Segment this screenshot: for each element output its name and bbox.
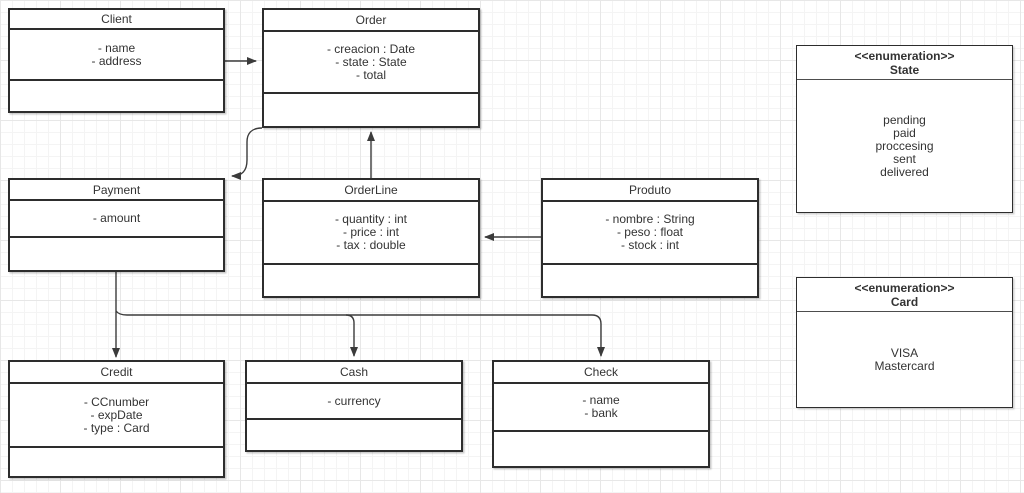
class-order[interactable]: Order - creacion : Date - state : State … bbox=[262, 8, 480, 128]
class-produto-title: Produto bbox=[543, 180, 757, 202]
class-payment-title: Payment bbox=[10, 180, 223, 201]
enum-card-name: Card bbox=[890, 295, 919, 309]
enum-state-values: pending paid proccesing sent delivered bbox=[875, 112, 934, 179]
enum-state[interactable]: <<enumeration>> State pending paid procc… bbox=[796, 45, 1013, 213]
edge-payment-check[interactable] bbox=[115, 310, 605, 357]
class-order-attributes: - creacion : Date - state : State - tota… bbox=[264, 32, 478, 94]
class-orderline-methods bbox=[264, 265, 478, 296]
edge-payment-cash[interactable] bbox=[345, 314, 358, 357]
class-payment-attributes: - amount bbox=[10, 201, 223, 238]
class-credit-title: Credit bbox=[10, 362, 223, 384]
class-check-title: Check bbox=[494, 362, 708, 384]
class-cash-methods bbox=[247, 420, 461, 450]
enum-card-stereotype: <<enumeration>> bbox=[854, 281, 955, 295]
class-produto[interactable]: Produto - nombre : String - peso : float… bbox=[541, 178, 759, 298]
class-payment[interactable]: Payment - amount bbox=[8, 178, 225, 272]
enum-card-values: VISA Mastercard bbox=[874, 345, 935, 373]
enum-state-header: <<enumeration>> State bbox=[797, 46, 1012, 80]
class-check-methods bbox=[494, 432, 708, 466]
class-client-attributes: - name - address bbox=[10, 30, 223, 81]
class-client[interactable]: Client - name - address bbox=[8, 8, 225, 113]
class-order-title: Order bbox=[264, 10, 478, 32]
enum-state-stereotype: <<enumeration>> bbox=[854, 49, 955, 63]
class-orderline-title: OrderLine bbox=[264, 180, 478, 202]
enum-state-name: State bbox=[889, 63, 920, 77]
enum-card-header: <<enumeration>> Card bbox=[797, 278, 1012, 312]
class-orderline-attributes: - quantity : int - price : int - tax : d… bbox=[264, 202, 478, 265]
class-credit-methods bbox=[10, 448, 223, 476]
edge-order-payment[interactable] bbox=[231, 127, 263, 180]
class-check[interactable]: Check - name - bank bbox=[492, 360, 710, 468]
class-produto-attributes: - nombre : String - peso : float - stock… bbox=[543, 202, 757, 265]
class-client-title: Client bbox=[10, 10, 223, 30]
class-cash-title: Cash bbox=[247, 362, 461, 384]
class-order-methods bbox=[264, 94, 478, 126]
class-credit-attributes: - CCnumber - expDate - type : Card bbox=[10, 384, 223, 448]
class-produto-methods bbox=[543, 265, 757, 296]
class-cash-attributes: - currency bbox=[247, 384, 461, 420]
class-orderline[interactable]: OrderLine - quantity : int - price : int… bbox=[262, 178, 480, 298]
enum-card[interactable]: <<enumeration>> Card VISA Mastercard bbox=[796, 277, 1013, 408]
class-credit[interactable]: Credit - CCnumber - expDate - type : Car… bbox=[8, 360, 225, 478]
class-payment-methods bbox=[10, 238, 223, 270]
class-check-attributes: - name - bank bbox=[494, 384, 708, 432]
class-cash[interactable]: Cash - currency bbox=[245, 360, 463, 452]
class-client-methods bbox=[10, 81, 223, 111]
